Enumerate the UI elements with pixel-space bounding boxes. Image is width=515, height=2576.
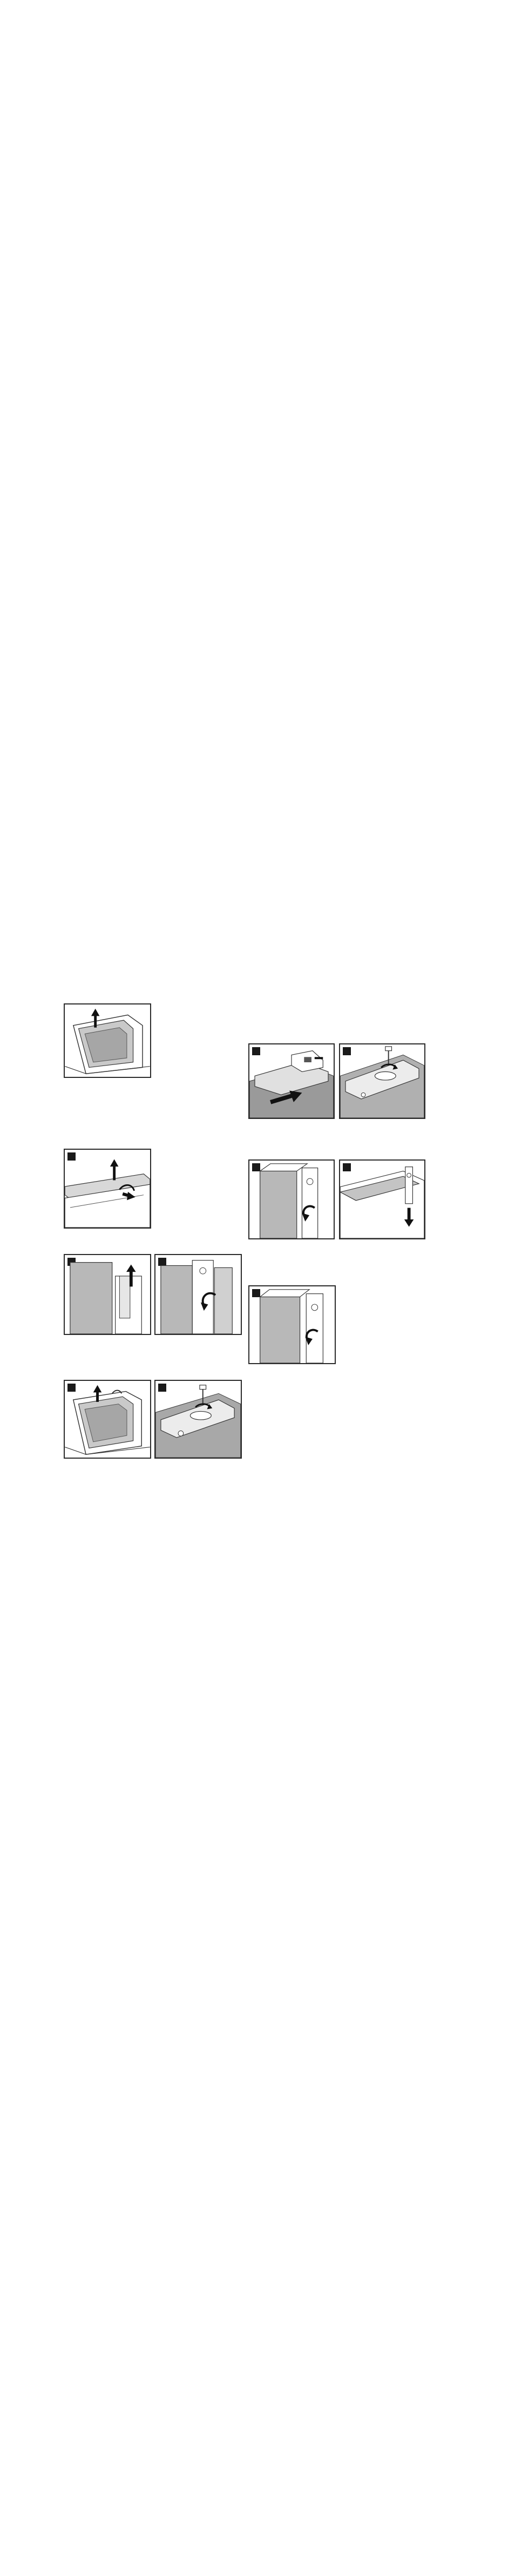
pane-lift-drawing [65, 1255, 150, 1334]
hinge-slide-drawing [249, 1044, 334, 1118]
illustration-screw-floor [154, 1380, 242, 1459]
illustration-pane-rotate [154, 1254, 242, 1335]
illustration-hinge-screw [339, 1043, 425, 1119]
clip-push-drawing [340, 1161, 424, 1238]
hinge-screw-drawing [340, 1044, 424, 1118]
pane-rotate-drawing [155, 1255, 241, 1334]
panel-rotate-drawing [249, 1161, 334, 1238]
door-lift-drawing [65, 1004, 150, 1077]
cover-strip-drawing [65, 1150, 150, 1228]
illustration-door-lift [64, 1003, 151, 1078]
panel-rotate-single-drawing [249, 1286, 335, 1363]
illustration-door-lift-2 [64, 1380, 151, 1459]
illustration-cover-strip [64, 1149, 151, 1229]
illustration-panel-rotate-single [248, 1285, 336, 1364]
illustration-hinge-slide [248, 1043, 335, 1119]
illustration-clip-push [339, 1159, 425, 1239]
screw-floor-drawing [155, 1381, 241, 1458]
illustration-pane-lift [64, 1254, 151, 1335]
illustration-panel-rotate [248, 1159, 335, 1239]
door-lift-2-drawing [65, 1381, 150, 1458]
